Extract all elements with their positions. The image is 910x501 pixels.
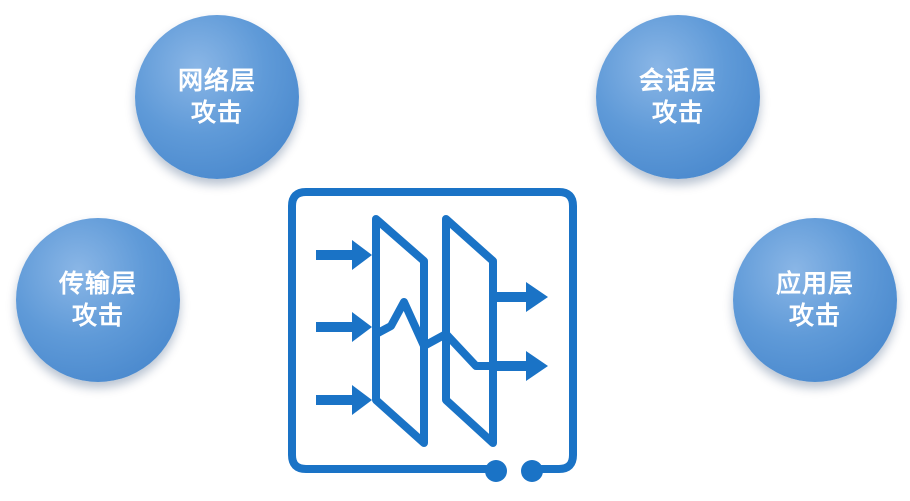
network-layer-attack-bubble: 网络层 攻击: [135, 15, 299, 179]
output-arrow-top: [493, 282, 548, 312]
transport-layer-attack-bubble: 传输层 攻击: [16, 218, 180, 382]
firewall-filter-icon: [288, 188, 577, 482]
input-arrow-top: [316, 240, 372, 270]
session-attack-label: 攻击: [651, 98, 704, 127]
network-attack-label: 攻击: [190, 98, 243, 127]
transport-layer-label: 传输层: [58, 269, 137, 298]
application-layer-attack-bubble: 应用层 攻击: [733, 218, 897, 382]
application-layer-label: 应用层: [775, 269, 854, 298]
connector-dot-left: [485, 460, 507, 482]
connector-dot-right: [521, 460, 543, 482]
session-layer-attack-bubble: 会话层 攻击: [596, 15, 760, 179]
application-attack-label: 攻击: [788, 301, 841, 330]
signal-trace-bridge: [420, 330, 450, 350]
network-layer-label: 网络层: [177, 66, 256, 95]
transport-attack-label: 攻击: [71, 301, 124, 330]
filter-panel-right: [442, 215, 497, 447]
output-arrow-bottom: [493, 351, 548, 381]
signal-trace-left: [372, 298, 428, 350]
frame-outline: [288, 188, 577, 473]
input-arrow-middle: [316, 312, 372, 342]
filter-panel-left: [372, 215, 428, 447]
input-arrow-bottom: [316, 385, 372, 415]
session-layer-label: 会话层: [638, 66, 717, 95]
